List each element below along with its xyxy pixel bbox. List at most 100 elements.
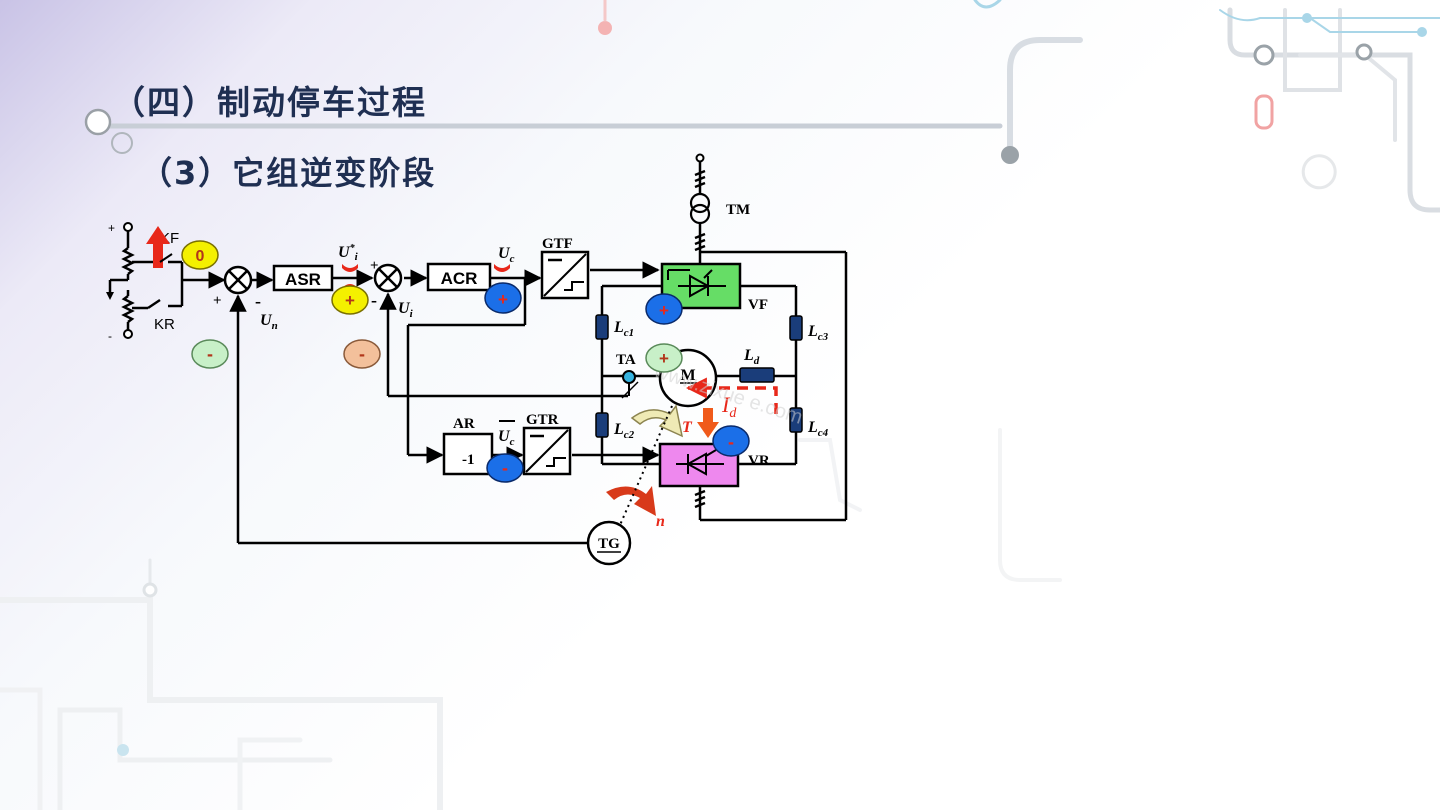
ta-label: TA: [616, 352, 636, 368]
ld-label: L: [743, 347, 754, 364]
svg-text:-: -: [207, 344, 213, 364]
lc4-inductor: [789, 407, 803, 433]
summing-junction-speed: + -: [213, 265, 261, 311]
ld-sub: d: [754, 355, 760, 367]
uc-bar-label: U: [498, 428, 511, 445]
slide-title: （四）制动停车过程: [112, 83, 427, 122]
gtf-label: GTF: [542, 236, 573, 252]
vf-label: VF: [748, 297, 768, 313]
lc3-inductor: [789, 315, 803, 341]
setpoint-up-arrow-icon: [146, 226, 170, 268]
inductors: Lc1 Lc2 Lc3 Lc4 Ld: [595, 314, 829, 441]
slide-subtitle: （3）它组逆变阶段: [140, 154, 437, 192]
current-transformer-ta: TA: [616, 352, 639, 399]
kr-label: KR: [154, 316, 175, 333]
un-sub: n: [272, 320, 278, 332]
lc2-label: L: [613, 421, 624, 438]
vr-label: VR: [748, 453, 770, 469]
uc-label: U: [498, 245, 511, 262]
ui-star-sup: *: [350, 243, 356, 254]
lc1-inductor: [595, 314, 609, 340]
badge-asr-output: +: [331, 285, 369, 315]
asr-label: ASR: [285, 270, 321, 289]
lc2-sub: c2: [624, 429, 635, 441]
badge-acr-output: +: [484, 282, 522, 314]
gtr-label: GTR: [526, 412, 559, 428]
svg-text:+: +: [659, 301, 669, 320]
wiring: [108, 162, 848, 545]
ar-gain: -1: [462, 452, 475, 468]
ui-sub: i: [410, 308, 414, 320]
badge-vf: +: [645, 293, 683, 325]
id-label: I: [721, 392, 731, 417]
badge-ta: +: [645, 343, 683, 373]
torque-arrow-icon: [630, 404, 684, 438]
svg-text:Ld: Ld: [743, 347, 760, 367]
signal-labels: U*i Un Ui Uc Uc: [260, 243, 515, 448]
lc3-sub: c3: [818, 331, 829, 343]
badge-zero: 0: [181, 240, 219, 270]
uc-bar-sub: c: [510, 436, 515, 448]
sign-badges: 0 + + + + - - -: [181, 240, 750, 483]
ar-block: AR -1: [442, 416, 494, 476]
speed-arrow-icon: [606, 486, 656, 516]
sum1-minus: -: [255, 291, 261, 311]
supply-minus: -: [108, 329, 112, 343]
svg-text:+: +: [498, 290, 508, 309]
sum1-plus: +: [213, 293, 222, 309]
asr-block: ASR: [272, 264, 334, 292]
svg-text:Un: Un: [260, 312, 278, 332]
current-flow-path: Id: [685, 377, 778, 438]
tg-label: TG: [598, 536, 620, 552]
current-down-arrow-icon: [697, 408, 719, 438]
supply-plus: +: [108, 221, 115, 235]
lc4-label: L: [807, 419, 818, 436]
svg-text:-: -: [728, 432, 734, 452]
gtf-block: GTF: [540, 236, 590, 300]
lc1-label: L: [613, 319, 624, 336]
svg-text:Lc4: Lc4: [807, 419, 829, 439]
svg-text:Lc1: Lc1: [613, 319, 634, 339]
transformer-tm: TM: [689, 153, 750, 225]
svg-text:U*i: U*i: [338, 243, 359, 263]
gtr-block: GTR: [522, 412, 572, 476]
ui-label: U: [398, 300, 411, 317]
id-sub: d: [729, 406, 737, 421]
svg-text:Lc2: Lc2: [613, 421, 635, 441]
reference-potentiometer: + - KF KR: [106, 221, 179, 343]
lc3-label: L: [807, 323, 818, 340]
badge-ar-output: -: [486, 453, 524, 483]
svg-text:+: +: [345, 291, 355, 310]
tachogenerator-tg: TG: [586, 520, 632, 566]
vr-bridge: VR: [658, 442, 770, 488]
acr-label: ACR: [441, 269, 478, 288]
svg-text:-: -: [359, 344, 365, 364]
svg-text:Id: Id: [721, 392, 737, 421]
ar-label: AR: [453, 416, 475, 432]
svg-text:+: +: [659, 349, 669, 368]
svg-text:Lc3: Lc3: [807, 323, 829, 343]
svg-text:Uc: Uc: [498, 428, 515, 448]
acr-block: ACR: [426, 262, 492, 292]
svg-text:0: 0: [196, 248, 205, 265]
svg-text:Ui: Ui: [398, 300, 414, 320]
torque-speed-indicators: T n: [606, 404, 693, 530]
tm-label: TM: [726, 202, 750, 218]
lc2-inductor: [595, 412, 609, 438]
svg-text:-: -: [502, 458, 508, 478]
sum2-plus: +: [370, 258, 379, 274]
badge-vr: -: [712, 425, 750, 457]
badge-ui: -: [343, 339, 381, 369]
ui-star-label: U: [338, 244, 351, 261]
svg-text:Uc: Uc: [498, 245, 515, 265]
sum2-minus: -: [371, 290, 377, 310]
title-underline: [84, 108, 1003, 154]
summing-junction-current: + -: [370, 258, 403, 310]
uc-sub: c: [510, 253, 515, 265]
speed-label: n: [656, 513, 665, 530]
lc4-sub: c4: [818, 427, 829, 439]
lc1-sub: c1: [624, 327, 634, 339]
ld-inductor: [739, 367, 775, 383]
badge-un: -: [191, 339, 229, 369]
